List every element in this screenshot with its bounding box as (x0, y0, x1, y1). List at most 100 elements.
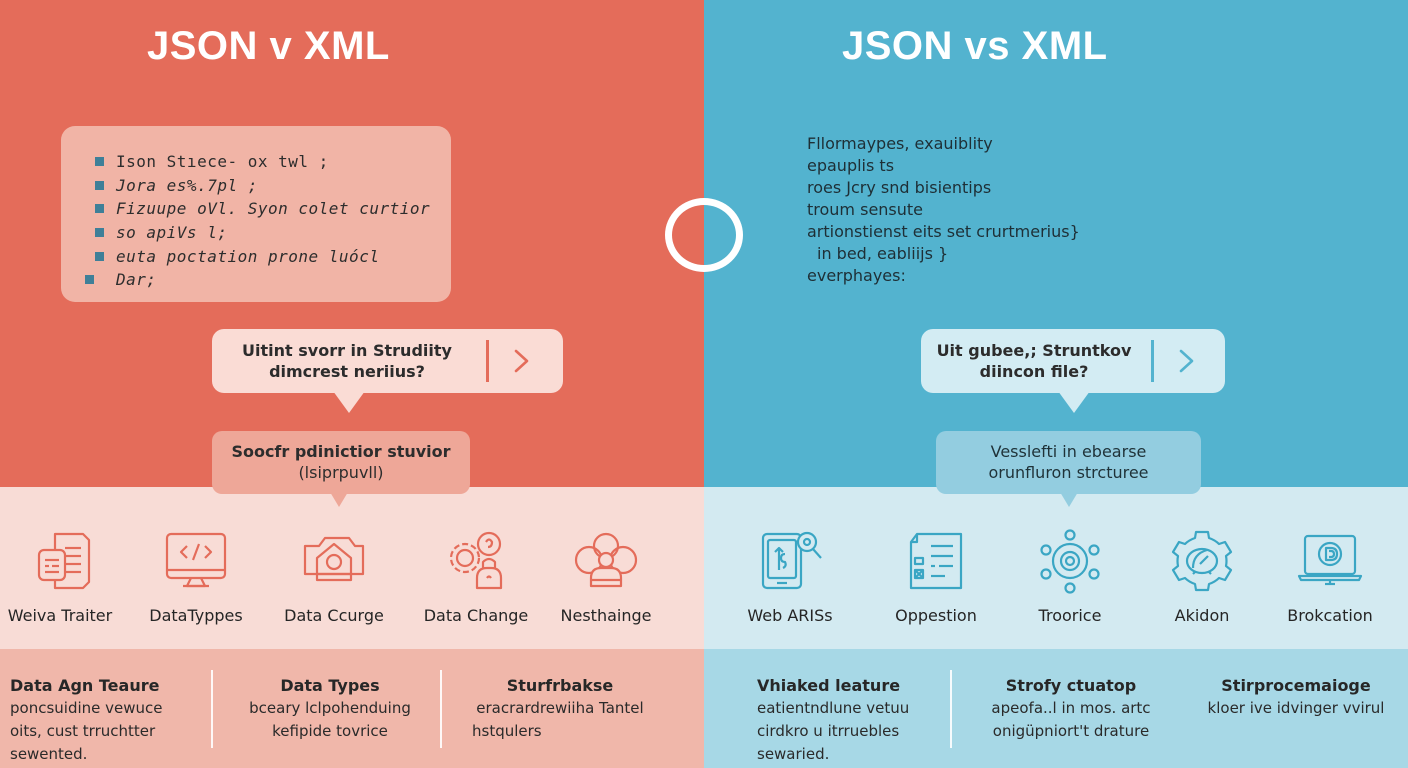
code-line: Jora es%.7pl ; (95, 174, 451, 198)
json-answer-bubble: Soocfr pdinictior stuvior (lsiprpuvll) (212, 431, 470, 507)
person-cloud-icon (574, 532, 638, 588)
bullet-icon (95, 228, 104, 238)
json-title: JSON v XML (147, 24, 390, 68)
answer-line: Vesslefti in ebearse (990, 442, 1147, 461)
chevron-right-icon[interactable] (507, 347, 535, 375)
info-heading: Vhiaked leature (757, 676, 901, 695)
feature-item[interactable]: Nesthainge (536, 528, 676, 625)
feature-label: Oppestion (895, 606, 977, 625)
feature-item[interactable]: Weiva Traiter (0, 528, 130, 625)
bullet-icon (95, 204, 104, 214)
feature-item[interactable]: Brokcation (1260, 528, 1400, 625)
info-line: cirdkro u itrruebles (757, 722, 900, 740)
info-line: sewaried. (757, 745, 830, 763)
code-line: Dar; (85, 268, 451, 292)
feature-label: DataTyppes (149, 606, 243, 625)
json-code-box: Ison Stıecе- ox twl ; Jora es%.7pl ; Fiz… (61, 126, 451, 302)
info-heading: Data Types (280, 676, 380, 695)
info-line: onigüpniort't drature (992, 722, 1150, 740)
description-line: troum sensute (807, 200, 924, 219)
question-line: diincon file? (979, 362, 1089, 381)
info-line: oits, cust trruchtter (10, 722, 156, 740)
xml-panel: JSON vs XML Fllormaypes, exauiblity epau… (704, 0, 1408, 768)
camera-icon (303, 536, 365, 582)
bubble-tail (333, 391, 365, 413)
info-column: Stirprocemaioge kloer ive idvinger vviru… (1196, 675, 1396, 720)
xml-icon-band (704, 487, 1408, 649)
json-question-bubble[interactable]: Uitint svorr in Strudiity dimcrest nerii… (212, 329, 563, 413)
feature-item[interactable]: Troorice (1000, 528, 1140, 625)
description-line: in bed, eabliijs } (817, 244, 949, 263)
info-line: poncsuidine vewuce (10, 699, 163, 717)
info-line: apeofa..l in mos. artc (991, 699, 1151, 717)
code-monitor-icon (165, 532, 227, 588)
divider (440, 670, 442, 748)
code-line: Ison Stıecе- ox twl ; (95, 150, 451, 174)
feature-label: Web ARISs (747, 606, 833, 625)
feature-item[interactable]: Data Ccurge (264, 528, 404, 625)
bullet-icon (95, 180, 104, 190)
question-line: dimcrest neriius? (269, 362, 425, 381)
xml-description: Fllormaypes, exauiblity epauplis ts roes… (807, 133, 1080, 287)
feature-item[interactable]: Web ARISs (720, 528, 860, 625)
info-heading: Strofy ctuatop (1005, 676, 1137, 695)
info-line: kefipide tovrice (272, 722, 388, 740)
description-line: everphayes: (807, 266, 906, 285)
feature-label: Nesthainge (560, 606, 652, 625)
feature-item[interactable]: DataTyppes (126, 528, 266, 625)
feature-item[interactable]: Oppestion (866, 528, 1006, 625)
json-panel: JSON v XML Ison Stıecе- ox twl ; Jora es… (0, 0, 704, 768)
feature-item[interactable]: Data Change (406, 528, 546, 625)
info-column: Strofy ctuatop apeofa..l in mos. artc on… (966, 675, 1176, 743)
info-column: Sturfrbakse eracrardrewiiha Tantel hstqu… (460, 675, 660, 743)
tablet-search-icon (761, 531, 822, 590)
xml-info-band (704, 649, 1408, 768)
info-line: eatientndlune vetuu (757, 699, 910, 717)
feature-label: Troorice (1038, 606, 1102, 625)
checklist-document-icon (909, 532, 963, 590)
xml-title: JSON vs XML (842, 24, 1108, 68)
bullet-icon (95, 251, 104, 261)
answer-line: Soocfr pdinictior stuvior (231, 442, 451, 461)
info-column: Data Agn Teaure poncsuidine vewuce oits,… (10, 675, 163, 766)
feature-label: Weiva Traiter (7, 606, 113, 625)
question-line: Uit gubee,; Struntkov (936, 341, 1132, 360)
feature-label: Akidon (1174, 606, 1230, 625)
xml-question-bubble[interactable]: Uit gubee,; Struntkov diincon file? (921, 329, 1225, 413)
bubble-tail (330, 492, 348, 507)
question-line: Uitint svorr in Strudiity (242, 341, 452, 360)
divider (211, 670, 213, 748)
info-line: eracrardrewiiha Tantel (476, 699, 644, 717)
divider (950, 670, 952, 748)
versus-ring-icon (665, 198, 743, 272)
feature-label: Brokcation (1287, 606, 1373, 625)
code-line: euta poctation prone luócl (95, 244, 451, 268)
info-line: bceary lclpohenduing (249, 699, 411, 717)
chevron-right-icon[interactable] (1172, 347, 1200, 375)
laptop-logo-icon (1297, 534, 1363, 586)
bubble-tail (1060, 492, 1078, 507)
answer-line: (lsiprpuvll) (298, 463, 384, 482)
gear-gauge-icon (1171, 530, 1233, 592)
info-line: sewented. (10, 745, 88, 763)
divider (486, 340, 489, 382)
description-line: epauplis ts (807, 156, 895, 175)
info-column: Data Types bceary lclpohenduing kefipide… (230, 675, 430, 743)
info-heading: Stirprocemaioge (1221, 676, 1371, 695)
code-line: Fizuupe oVl. Syon colet curtior (95, 197, 451, 221)
documents-icon (37, 532, 91, 590)
divider (1151, 340, 1154, 382)
feature-item[interactable]: Akidon (1132, 528, 1272, 625)
info-line: hstqulers (472, 722, 542, 740)
feature-label: Data Ccurge (284, 606, 384, 625)
info-heading: Sturfrbakse (506, 676, 614, 695)
answer-line: orunfluron strcturee (988, 463, 1149, 482)
description-line: artionstienst eits set crurtmerius} (807, 222, 1080, 241)
json-info-band (0, 649, 704, 768)
bullet-icon (95, 157, 104, 167)
info-column: Vhiaked leature eatientndlune vetuu cird… (757, 675, 909, 766)
info-heading: Data Agn Teaure (10, 676, 160, 695)
network-hub-icon (1040, 529, 1100, 594)
feature-label: Data Change (423, 606, 529, 625)
bubble-tail (1058, 391, 1090, 413)
